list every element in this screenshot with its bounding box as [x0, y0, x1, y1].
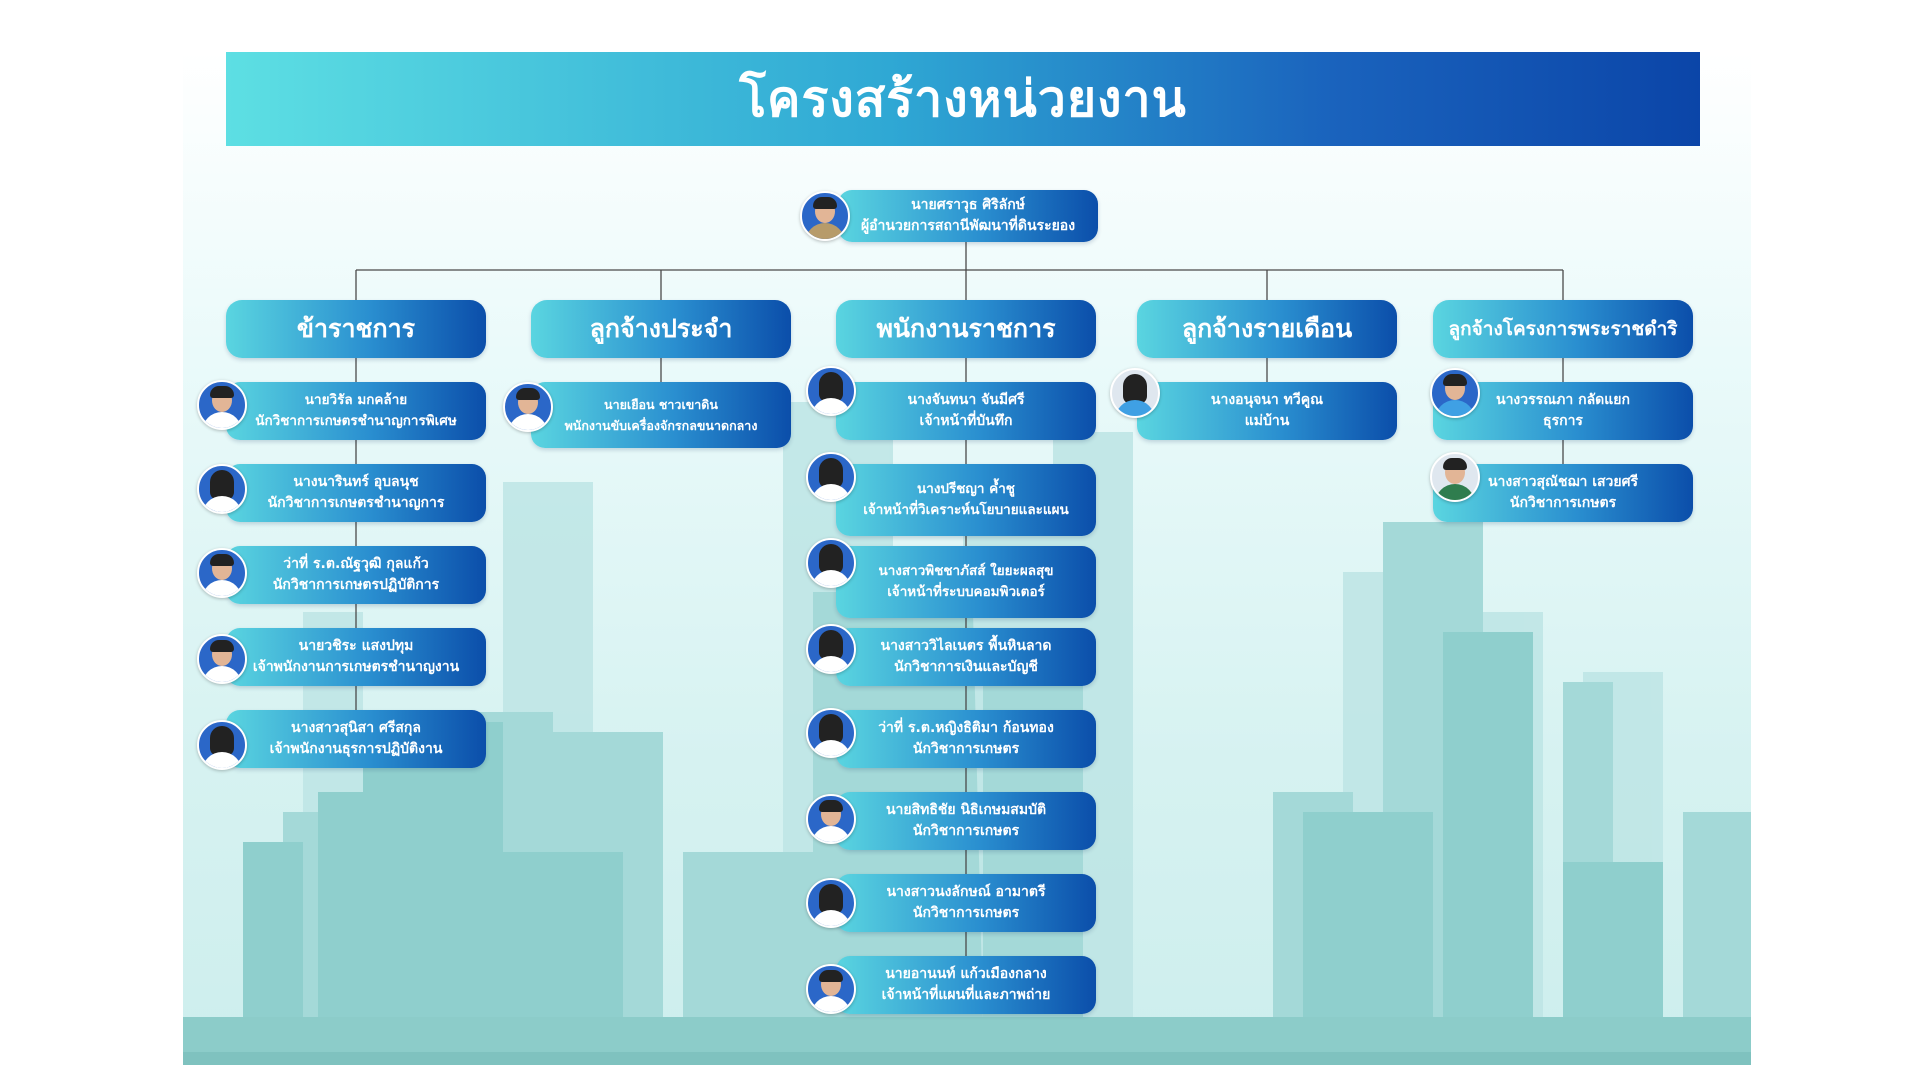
staff-name: นางจันทนา จันมีศรี — [907, 392, 1025, 408]
category-header-monthly-employees: ลูกจ้างรายเดือน — [1137, 300, 1397, 358]
staff-name: นายสิทธิชัย นิธิเกษมสมบัติ — [885, 802, 1047, 818]
staff-photo — [197, 720, 247, 770]
title-banner: โครงสร้างหน่วยงาน — [226, 52, 1700, 146]
staff-name: นางสาวพิชชาภัสส์ ใยยะผลสุข — [878, 563, 1054, 579]
category-header-government-employees: พนักงานราชการ — [836, 300, 1096, 358]
staff-card: นายวิรัล มกคล้าย นักวิชาการเกษตรชำนาญการ… — [226, 382, 486, 440]
staff-photo — [806, 452, 856, 502]
staff-photo — [806, 794, 856, 844]
director-name: นายศราวุธ ศิริลักษ์ — [911, 197, 1025, 213]
staff-card: นายอานนท์ แก้วเมืองกลาง เจ้าหน้าที่แผนที… — [836, 956, 1096, 1014]
category-header-civil-servants: ข้าราชการ — [226, 300, 486, 358]
staff-name: นางวรรณภา กลัดแยก — [1496, 392, 1630, 408]
staff-card: นายสิทธิชัย นิธิเกษมสมบัติ นักวิชาการเกษ… — [836, 792, 1096, 850]
director-position: ผู้อำนวยการสถานีพัฒนาที่ดินระยอง — [860, 218, 1076, 234]
staff-position: นักวิชาการเงินและบัญชี — [894, 659, 1038, 675]
staff-name: นางสาวสุณัชฌา เสวยศรี — [1487, 474, 1639, 490]
director-card: นายศราวุธ ศิริลักษ์ ผู้อำนวยการสถานีพัฒน… — [838, 190, 1098, 242]
staff-photo — [806, 964, 856, 1014]
staff-photo — [806, 538, 856, 588]
staff-photo — [197, 464, 247, 514]
staff-position: พนักงานขับเครื่องจักรกลขนาดกลาง — [564, 418, 758, 433]
staff-name: นายอานนท์ แก้วเมืองกลาง — [885, 966, 1047, 982]
staff-card: นางจันทนา จันมีศรี เจ้าหน้าที่บันทึก — [836, 382, 1096, 440]
staff-card: นางปรีชญา ค้ำชู เจ้าหน้าที่วิเคราะห์นโยบ… — [836, 464, 1096, 536]
staff-photo — [806, 708, 856, 758]
staff-card: นางสาววิไลเนตร พื้นหินลาด นักวิชาการเงิน… — [836, 628, 1096, 686]
staff-name: นางปรีชญา ค้ำชู — [917, 481, 1015, 497]
staff-position: นักวิชาการเกษตร — [1509, 495, 1617, 511]
staff-name: นายเยือน ชาวเขาดิน — [604, 397, 718, 412]
staff-photo — [503, 382, 553, 432]
category-header-permanent-employees: ลูกจ้างประจำ — [531, 300, 791, 358]
staff-card: ว่าที่ ร.ต.ณัฐวุฒิ กุลแก้ว นักวิชาการเกษ… — [226, 546, 486, 604]
staff-card: นายวชิระ แสงปทุม เจ้าพนักงานการเกษตรชำนา… — [226, 628, 486, 686]
staff-position: เจ้าหน้าที่แผนที่และภาพถ่าย — [881, 987, 1051, 1003]
staff-position: เจ้าพนักงานการเกษตรชำนาญงาน — [252, 659, 460, 675]
staff-name: นางสาววิไลเนตร พื้นหินลาด — [880, 638, 1052, 654]
staff-name: นางอนุจนา ทวีคูณ — [1210, 392, 1324, 408]
staff-photo — [1110, 368, 1160, 418]
staff-name: นางสาวสุนิสา ศรีสกุล — [291, 720, 421, 736]
staff-position: นักวิชาการเกษตรปฏิบัติการ — [272, 577, 440, 593]
staff-card: นางสาวพิชชาภัสส์ ใยยะผลสุข เจ้าหน้าที่ระ… — [836, 546, 1096, 618]
staff-position: ธุรการ — [1543, 413, 1583, 429]
staff-photo — [197, 634, 247, 684]
category-header-royal-project-employees: ลูกจ้างโครงการพระราชดำริ — [1433, 300, 1693, 358]
staff-position: เจ้าหน้าที่วิเคราะห์นโยบายและแผน — [863, 502, 1069, 518]
staff-photo — [1430, 452, 1480, 502]
staff-name: นายวชิระ แสงปทุม — [298, 638, 414, 654]
staff-position: เจ้าพนักงานธุรการปฏิบัติงาน — [269, 741, 443, 757]
staff-position: นักวิชาการเกษตร — [912, 905, 1020, 921]
staff-position: นักวิชาการเกษตรชำนาญการ — [267, 495, 445, 511]
staff-card: นางนารินทร์ อุบลนุช นักวิชาการเกษตรชำนาญ… — [226, 464, 486, 522]
staff-name: นางนารินทร์ อุบลนุช — [293, 474, 419, 490]
staff-card: นางสาวนงลักษณ์ อามาตรี นักวิชาการเกษตร — [836, 874, 1096, 932]
staff-position: นักวิชาการเกษตร — [912, 741, 1020, 757]
staff-name: ว่าที่ ร.ต.หญิงธิติมา ก้อนทอง — [878, 720, 1054, 736]
staff-name: นายวิรัล มกคล้าย — [304, 392, 408, 408]
staff-card: นางอนุจนา ทวีคูณ แม่บ้าน — [1137, 382, 1397, 440]
director-photo — [800, 191, 850, 241]
page-title: โครงสร้างหน่วยงาน — [739, 69, 1187, 128]
staff-photo — [197, 380, 247, 430]
staff-position: นักวิชาการเกษตรชำนาญการพิเศษ — [255, 413, 457, 429]
staff-card: ว่าที่ ร.ต.หญิงธิติมา ก้อนทอง นักวิชาการ… — [836, 710, 1096, 768]
staff-card: นายเยือน ชาวเขาดิน พนักงานขับเครื่องจักร… — [531, 382, 791, 448]
staff-photo — [806, 366, 856, 416]
staff-position: นักวิชาการเกษตร — [912, 823, 1020, 839]
staff-card: นางสาวสุนิสา ศรีสกุล เจ้าพนักงานธุรการปฏ… — [226, 710, 486, 768]
staff-photo — [806, 624, 856, 674]
staff-position: เจ้าหน้าที่บันทึก — [919, 413, 1013, 429]
staff-name: นางสาวนงลักษณ์ อามาตรี — [886, 884, 1046, 900]
staff-name: ว่าที่ ร.ต.ณัฐวุฒิ กุลแก้ว — [283, 556, 429, 572]
staff-photo — [197, 548, 247, 598]
staff-photo — [1430, 368, 1480, 418]
staff-photo — [806, 878, 856, 928]
staff-position: แม่บ้าน — [1244, 413, 1290, 429]
staff-position: เจ้าหน้าที่ระบบคอมพิวเตอร์ — [887, 584, 1045, 600]
